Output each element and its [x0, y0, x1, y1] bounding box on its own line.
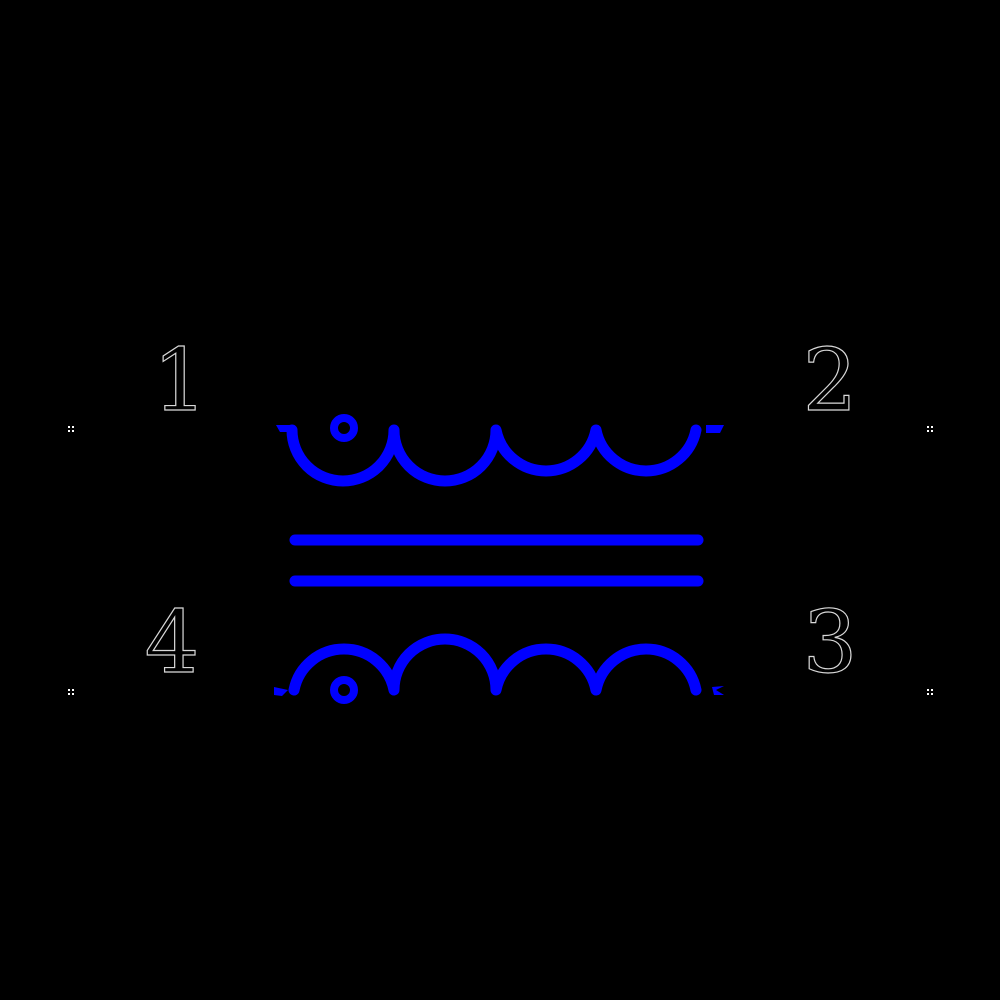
secondary-lead-left: [274, 687, 288, 696]
pin-label-4: 4: [145, 593, 200, 693]
transformer-core: [289, 534, 704, 587]
secondary-coil-icon: [288, 633, 702, 696]
primary-coil-icon: [286, 424, 702, 487]
secondary-lead-right: [712, 686, 724, 695]
pin-label-2: 2: [803, 331, 858, 431]
pin-marker-2[interactable]: [927, 426, 933, 432]
pin-marker-4[interactable]: [68, 689, 74, 695]
primary-polarity-dot-icon: [330, 414, 358, 442]
primary-lead-right: [706, 425, 724, 433]
secondary-winding: [274, 633, 724, 704]
pin-marker-1[interactable]: [68, 426, 74, 432]
pin-marker-3[interactable]: [927, 689, 933, 695]
pin-label-3: 3: [803, 593, 858, 693]
secondary-polarity-dot-icon: [330, 676, 358, 704]
pin-label-1: 1: [153, 331, 208, 431]
primary-winding: [276, 414, 724, 487]
